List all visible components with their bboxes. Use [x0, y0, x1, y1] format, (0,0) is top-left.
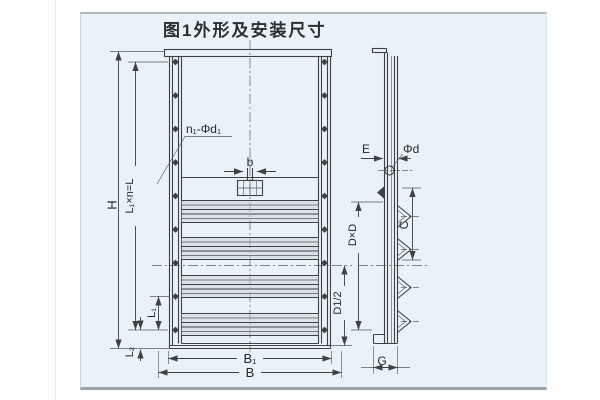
L1-label: L₁	[146, 308, 158, 318]
centerlines	[152, 40, 428, 352]
phi-d-label: Φd	[403, 142, 419, 156]
top-bar	[163, 48, 333, 58]
mounting-hole	[384, 165, 395, 176]
E-label: E	[362, 142, 370, 156]
gate-slats	[181, 199, 319, 337]
dimension-labels: n₁-Φd₁ b H L₁×n=L L₁ L₂ D1/2 B₁	[105, 122, 420, 380]
right-frame	[317, 56, 332, 349]
DxD-label: D×D	[347, 224, 359, 246]
side-top-bar	[371, 47, 388, 54]
B1-label: B₁	[243, 351, 257, 366]
D-half-label: D1/2	[332, 291, 344, 314]
figure-title: 图1外形及安装尺寸	[163, 21, 327, 40]
lifting-nut	[236, 168, 264, 197]
C-label: C	[397, 220, 411, 229]
H-label: H	[105, 200, 120, 209]
B-label: B	[246, 365, 255, 380]
L2-label: L₂	[124, 347, 136, 357]
side-hook-bracket	[377, 186, 385, 199]
G-label: G	[377, 354, 386, 368]
stiffener-brackets	[397, 205, 412, 333]
page-margin-line	[55, 0, 56, 400]
side-foot	[372, 333, 398, 345]
b-label: b	[247, 155, 254, 169]
L-spacing-label: L₁×n=L	[124, 179, 136, 214]
holes-label: n₁-Φd₁	[186, 122, 221, 136]
side-view	[371, 47, 412, 345]
front-view	[156, 48, 333, 350]
left-frame	[168, 56, 183, 349]
side-plates	[383, 52, 399, 344]
bottom-frame	[169, 342, 331, 350]
holes-leader-line	[156, 136, 232, 185]
